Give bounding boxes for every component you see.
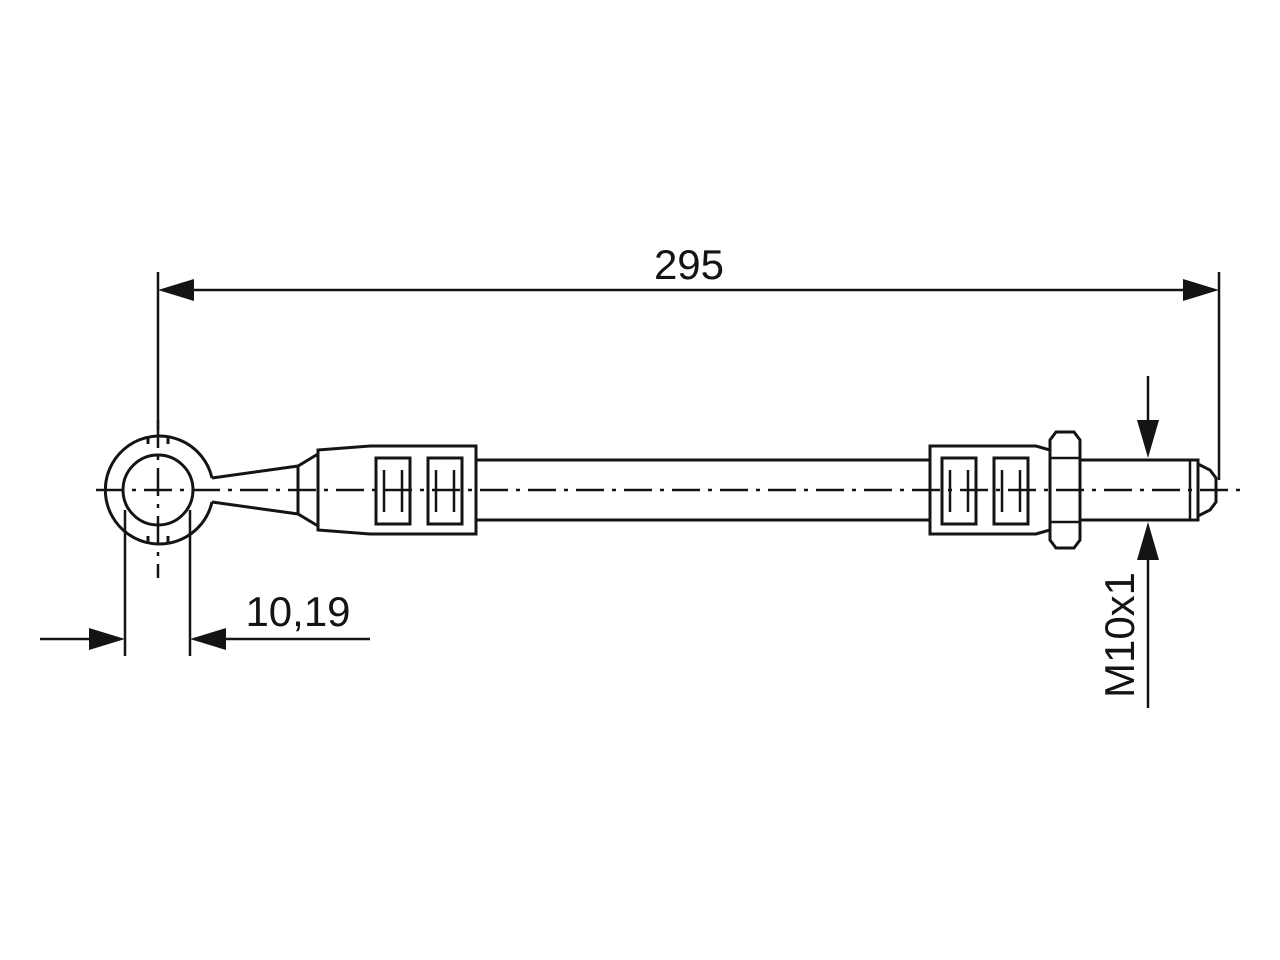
hex-nut <box>1048 430 1082 550</box>
arrow-up-icon <box>1137 522 1159 560</box>
banjo-eye <box>103 434 214 546</box>
hose-body <box>476 458 930 522</box>
left-crimp-fitting <box>316 444 478 536</box>
overall-length-dimension: 295 <box>156 241 1221 480</box>
arrow-left-icon <box>158 279 194 301</box>
eye-diameter-dimension: 10,19 <box>40 510 370 656</box>
thread-dimension: M10x1 <box>1096 376 1159 708</box>
eye-diameter-label: 10,19 <box>245 588 350 635</box>
arrow-right-icon <box>1183 279 1219 301</box>
arrow-left-icon <box>190 628 226 650</box>
overall-length-label: 295 <box>654 241 724 288</box>
arrow-right-icon <box>89 628 125 650</box>
eye-neck <box>211 452 319 528</box>
threaded-end <box>1080 458 1218 522</box>
thread-label: M10x1 <box>1096 572 1143 698</box>
right-crimp-fitting <box>928 444 1052 536</box>
arrow-down-icon <box>1137 420 1159 458</box>
